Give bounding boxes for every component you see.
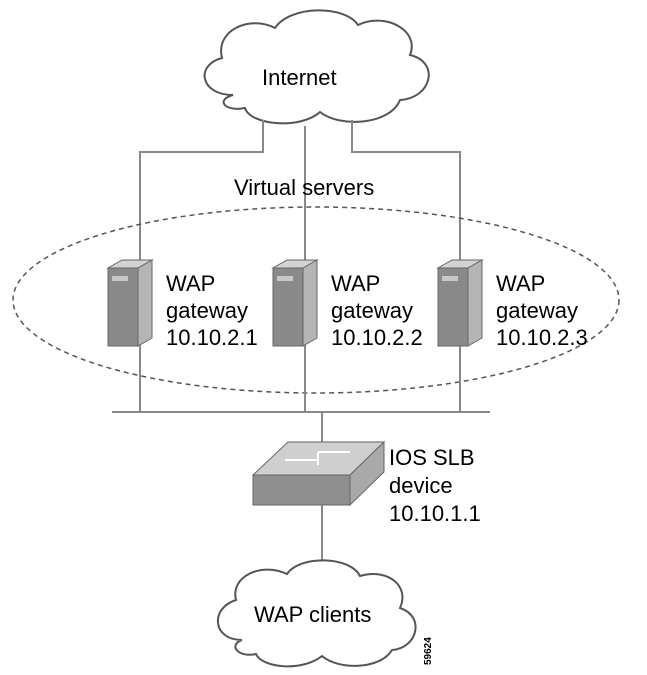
virtual-servers-label: Virtual servers xyxy=(234,175,375,200)
server-icon-1 xyxy=(106,259,154,347)
gateway-3-line2: gateway xyxy=(496,298,578,323)
slb-line1: IOS SLB xyxy=(389,445,475,470)
server-icon-2 xyxy=(271,259,319,347)
clients-label: WAP clients xyxy=(254,602,372,627)
slb-line2: device xyxy=(389,473,453,498)
gateway-1-ip: 10.10.2.1 xyxy=(166,325,258,350)
figure-number: 59624 xyxy=(423,637,434,665)
slb-ip: 10.10.1.1 xyxy=(389,501,481,526)
internet-links xyxy=(139,120,461,265)
internet-label: Internet xyxy=(262,65,337,90)
server-icon-3 xyxy=(436,259,484,347)
gateway-3-line1: WAP xyxy=(496,271,546,296)
switch-icon xyxy=(251,440,386,507)
gateway-1-line2: gateway xyxy=(166,298,248,323)
gateway-2-line1: WAP xyxy=(331,271,381,296)
virtual-servers-boundary xyxy=(12,206,620,394)
gateway-1-line1: WAP xyxy=(166,271,216,296)
gateway-drops xyxy=(139,340,461,412)
gateway-3-ip: 10.10.2.3 xyxy=(496,325,588,350)
clients-cloud xyxy=(217,559,417,668)
gateway-2-line2: gateway xyxy=(331,298,413,323)
internet-cloud xyxy=(203,9,430,125)
gateway-2-ip: 10.10.2.2 xyxy=(331,325,423,350)
